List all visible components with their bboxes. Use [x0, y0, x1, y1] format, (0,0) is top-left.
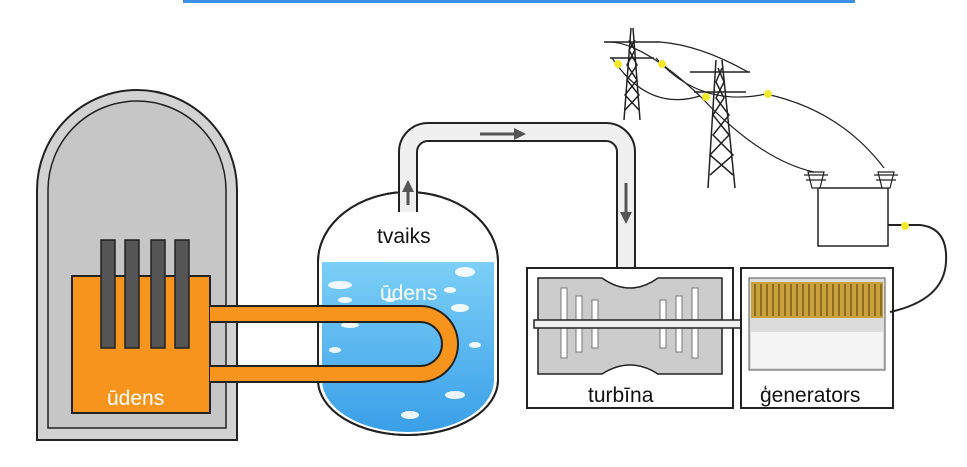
power-lines — [605, 41, 885, 173]
steam-label: tvaiks — [377, 225, 431, 248]
generator-water-label: ūdens — [380, 282, 437, 305]
box-insulators — [804, 171, 898, 189]
turbine-label: turbīna — [588, 384, 654, 407]
flow-arrows — [402, 128, 632, 224]
control-rods — [100, 239, 190, 349]
generator — [740, 267, 894, 409]
line-insulators — [614, 60, 772, 101]
transformer-box — [817, 187, 889, 247]
turbine — [526, 267, 734, 409]
cable-insulator — [901, 222, 909, 230]
reactor-water-label: ūdens — [107, 387, 164, 410]
generator-label: ģenerators — [760, 384, 860, 407]
generator-cable — [888, 224, 948, 313]
primary-loop — [210, 305, 459, 383]
top-rule — [183, 0, 855, 3]
